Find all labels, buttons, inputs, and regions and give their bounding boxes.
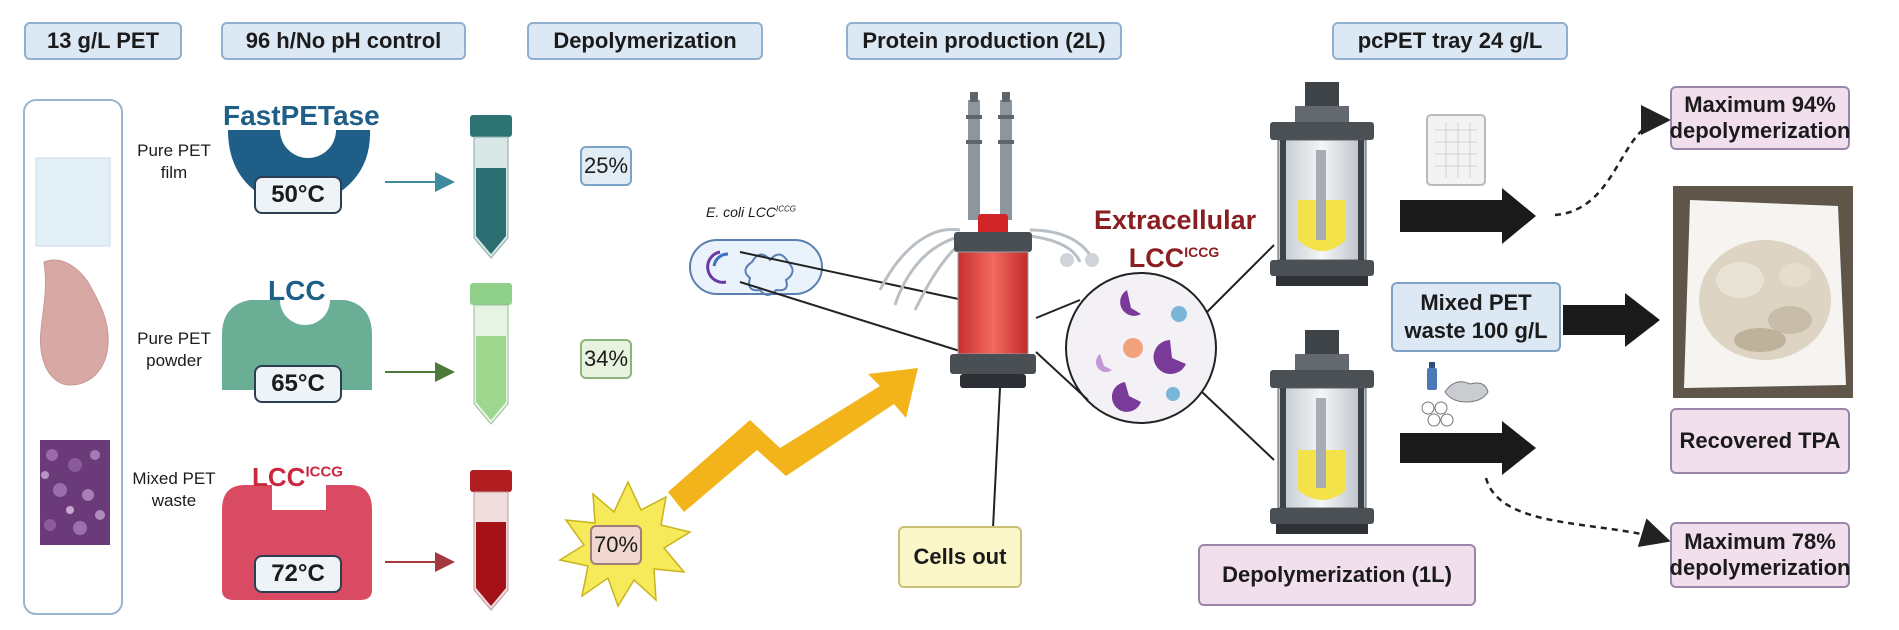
depolymerization-reactor-top bbox=[1270, 82, 1374, 286]
tube-lcciccg bbox=[470, 470, 512, 611]
substrate-panel bbox=[23, 99, 123, 615]
dashed-arrow-bottom bbox=[1484, 477, 1671, 548]
recovered-tpa-box: Recovered TPA bbox=[1670, 408, 1850, 474]
zigzag-arrow bbox=[668, 368, 918, 512]
max-78-box: Maximum 78%depolymerization bbox=[1670, 522, 1850, 588]
tube-lcc bbox=[470, 283, 512, 425]
black-arrow-middle bbox=[1563, 293, 1660, 347]
bioreactor bbox=[878, 92, 1099, 388]
enzyme-name-lcciccg: LCCICCG bbox=[252, 462, 343, 492]
recovered-tpa-photo bbox=[1673, 186, 1853, 398]
result-fastpetase: 25% bbox=[580, 146, 632, 186]
temperature-fastpetase: 50°C bbox=[254, 176, 342, 214]
enzyme-name-lcc: LCC bbox=[268, 275, 326, 306]
header-protein-production: Protein production (2L) bbox=[846, 22, 1122, 60]
temperature-lcciccg: 72°C bbox=[254, 555, 342, 593]
label-extracellular: Extracellular LCCICCG bbox=[1094, 205, 1257, 273]
tube-fastpetase bbox=[470, 115, 512, 259]
cells-out-box: Cells out bbox=[898, 526, 1022, 588]
temperature-lcc: 65°C bbox=[254, 365, 342, 403]
label-ecoli: E. coli LCCICCG bbox=[706, 204, 797, 220]
max-94-box: Maximum 94%depolymerization bbox=[1670, 86, 1850, 150]
circle-to-reactor-bottom bbox=[1201, 391, 1275, 461]
ecoli-connector-2 bbox=[739, 281, 964, 353]
reactor-to-circle-1 bbox=[1035, 299, 1081, 319]
ecoli-cell bbox=[689, 239, 823, 296]
enzyme-name-fastpetase: FastPETase bbox=[223, 100, 380, 131]
result-lcciccg: 70% bbox=[590, 525, 642, 565]
black-arrow-top bbox=[1400, 188, 1536, 244]
pet-film-image bbox=[35, 157, 111, 247]
depolymerization-reactor-bottom bbox=[1270, 330, 1374, 534]
mixed-pet-waste-image bbox=[40, 440, 110, 545]
circle-to-reactor-top bbox=[1206, 244, 1275, 313]
dashed-arrow-top bbox=[1554, 105, 1671, 217]
extracellular-circle bbox=[1065, 272, 1217, 424]
black-arrow-bottom bbox=[1400, 421, 1536, 475]
result-lcc: 34% bbox=[580, 339, 632, 379]
reactor-to-circle-2 bbox=[1035, 351, 1089, 401]
header-conditions: 96 h/No pH control bbox=[221, 22, 466, 60]
cells-out-line bbox=[992, 387, 1001, 529]
pcpet-tray-icon bbox=[1426, 114, 1486, 186]
header-pcpet-tray: pcPET tray 24 g/L bbox=[1332, 22, 1568, 60]
depolymerization-1l-box: Depolymerization (1L) bbox=[1198, 544, 1476, 606]
header-depolymerization: Depolymerization bbox=[527, 22, 763, 60]
mixed-waste-icon bbox=[1421, 362, 1489, 427]
pet-powder-image bbox=[39, 259, 109, 386]
header-pet-concentration: 13 g/L PET bbox=[24, 22, 182, 60]
